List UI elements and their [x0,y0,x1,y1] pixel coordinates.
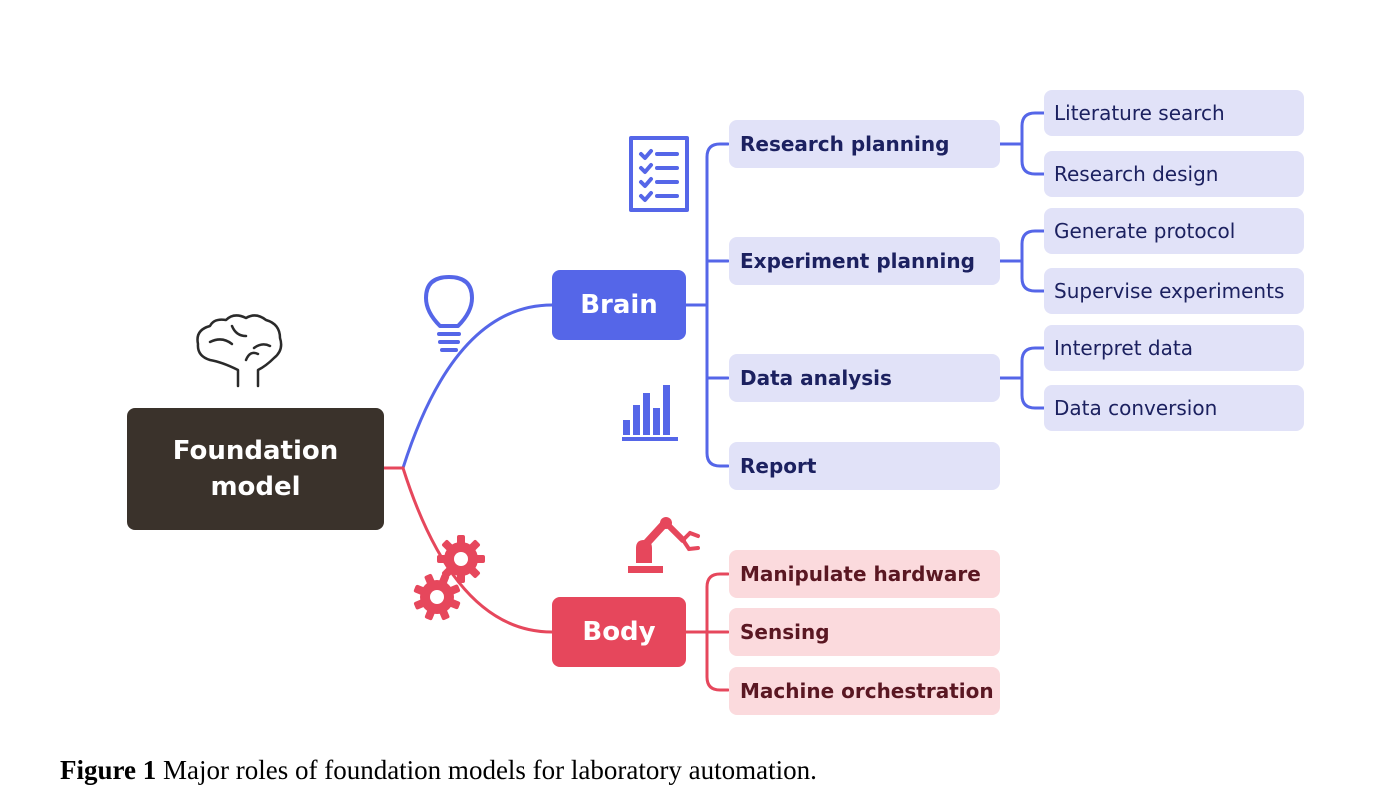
machine-orchestration-node: Machine orchestration [729,667,1000,715]
literature-search-node: Literature search [1044,90,1304,136]
caption-text: Major roles of foundation models for lab… [163,755,817,785]
connector-root-body [382,466,554,634]
root-node: Foundation model [127,408,384,530]
root-connectors [382,303,554,634]
data-conversion-node: Data conversion [1044,385,1304,431]
report-node: Report [729,442,1000,490]
connector-root-brain [382,303,554,470]
brain-connectors [684,111,1046,468]
root-label-line1: Foundation [172,436,339,466]
sensing-node: Sensing [729,608,1000,656]
caption-label: Figure 1 [60,755,157,785]
data-analysis-node: Data analysis [729,354,1000,402]
root-label-line2: model [210,472,301,502]
research-planning-node: Research planning [729,120,1000,168]
robot-arm-icon [628,517,700,573]
generate-protocol-node: Generate protocol [1044,208,1304,254]
bar-chart-icon [622,385,678,441]
interpret-data-node: Interpret data [1044,325,1304,371]
lightbulb-icon [424,275,474,352]
experiment-planning-node: Experiment planning [729,237,1000,285]
body-connectors [684,572,730,692]
checklist-icon [629,136,689,212]
manipulate-hardware-node: Manipulate hardware [729,550,1000,598]
figure-caption: Figure 1 Major roles of foundation model… [60,755,817,786]
research-design-node: Research design [1044,151,1304,197]
brain-icon [196,314,283,388]
body-node: Body [552,597,686,667]
supervise-experiments-node: Supervise experiments [1044,268,1304,314]
brain-node: Brain [552,270,686,340]
gears-icon [413,535,485,621]
